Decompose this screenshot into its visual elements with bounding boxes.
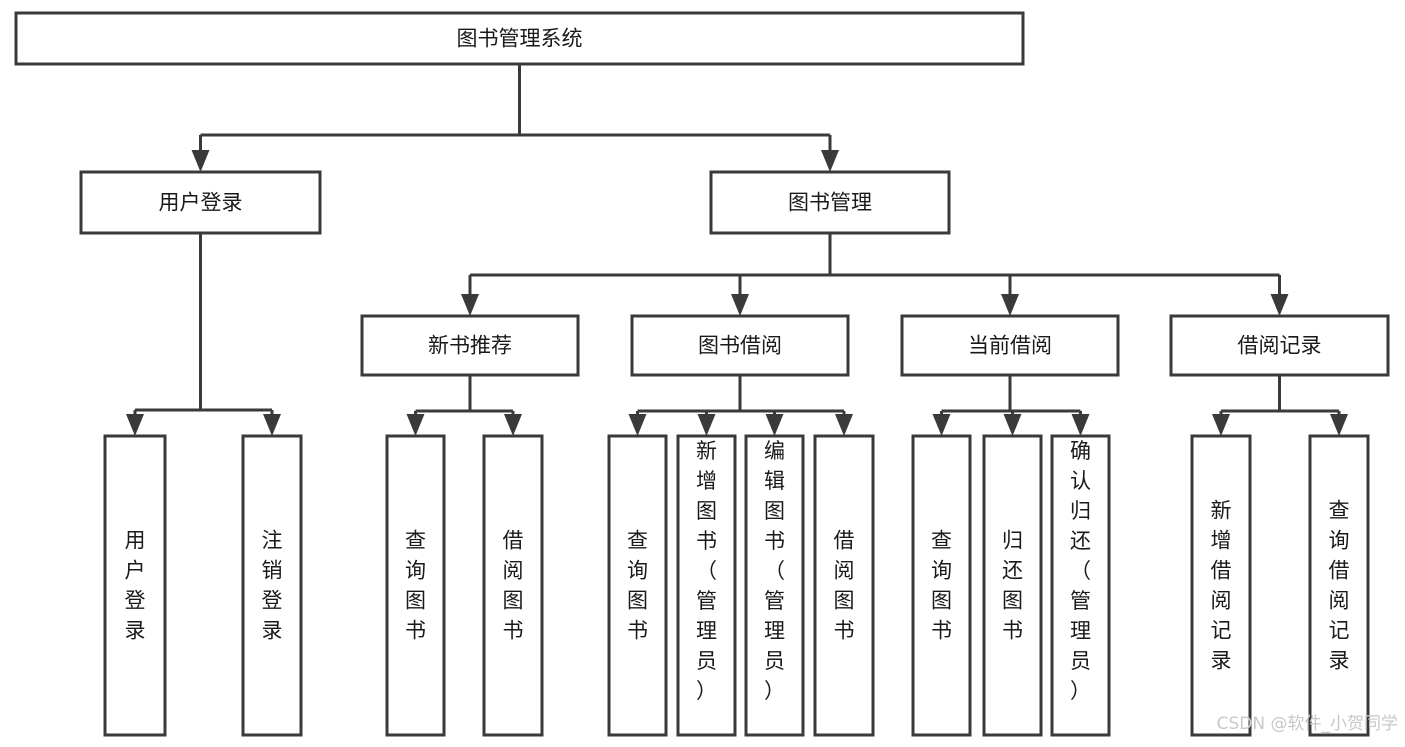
node-label-confirm-return: 确认归还（管理员） xyxy=(1070,439,1091,703)
node-label-book-manage: 图书管理 xyxy=(788,191,872,215)
node-confirm-return[interactable]: 确认归还（管理员） xyxy=(1050,434,1111,737)
node-label-add-borrow-record: 新增借阅记录 xyxy=(1211,499,1232,673)
node-label-query-book-rec: 查询图书 xyxy=(405,529,426,643)
node-user-login-leaf[interactable]: 用户登录 xyxy=(103,434,167,737)
node-return-book[interactable]: 归还图书 xyxy=(982,434,1043,737)
node-add-book[interactable]: 新增图书（管理员） xyxy=(676,434,737,737)
node-label-user-login: 用户登录 xyxy=(159,191,243,215)
arrow-head-icon xyxy=(765,414,784,436)
arrow-head-icon xyxy=(697,414,716,436)
node-user-login[interactable]: 用户登录 xyxy=(79,170,322,235)
node-borrow-book-rec[interactable]: 借阅图书 xyxy=(482,434,544,737)
connector-layer xyxy=(126,64,1348,436)
arrow-head-icon xyxy=(461,294,479,316)
csdn-watermark: CSDN @软件_小贺同学 xyxy=(1217,714,1398,734)
arrow-head-icon xyxy=(191,150,210,172)
node-query-borrow-record[interactable]: 查询借阅记录 xyxy=(1308,434,1370,737)
arrow-head-icon xyxy=(263,414,281,436)
arrow-head-icon xyxy=(835,414,853,436)
node-label-undefined: 图书管理系统 xyxy=(457,27,583,51)
node-box-user-login-leaf xyxy=(103,434,167,737)
node-book-manage[interactable]: 图书管理 xyxy=(709,170,951,235)
node-label-return-book: 归还图书 xyxy=(1002,529,1023,643)
node-label-query-book-current: 查询图书 xyxy=(931,529,952,643)
node-box-current-borrow xyxy=(900,314,1120,377)
node-label-query-borrow-record: 查询借阅记录 xyxy=(1329,499,1350,673)
arrow-head-icon xyxy=(504,414,522,436)
node-box-add-book xyxy=(676,434,737,737)
node-add-borrow-record[interactable]: 新增借阅记录 xyxy=(1190,434,1252,737)
node-label-book-borrow: 图书借阅 xyxy=(698,334,782,358)
node-logout-leaf[interactable]: 注销登录 xyxy=(241,434,303,737)
node-current-borrow[interactable]: 当前借阅 xyxy=(900,314,1120,377)
arrow-head-icon xyxy=(1330,414,1348,436)
arrow-head-icon xyxy=(1071,414,1090,436)
node-book-borrow[interactable]: 图书借阅 xyxy=(630,314,850,377)
node-edit-book[interactable]: 编辑图书（管理员） xyxy=(744,434,805,737)
arrow-head-icon xyxy=(1212,414,1230,436)
node-label-add-book: 新增图书（管理员） xyxy=(696,439,717,703)
arrow-head-icon xyxy=(1001,294,1019,316)
node-box-undefined xyxy=(14,11,1025,66)
node-label-logout-leaf: 注销登录 xyxy=(262,529,283,643)
node-label-borrow-record: 借阅记录 xyxy=(1238,334,1322,358)
arrow-head-icon xyxy=(406,414,425,436)
node-label-user-login-leaf: 用户登录 xyxy=(125,529,146,643)
node-query-book-borrow[interactable]: 查询图书 xyxy=(607,434,668,737)
node-label-new-book-rec: 新书推荐 xyxy=(428,334,512,358)
node-box-logout-leaf xyxy=(241,434,303,737)
node-box-borrow-book-rec xyxy=(482,434,544,737)
node-query-book-current[interactable]: 查询图书 xyxy=(911,434,972,737)
arrow-head-icon xyxy=(1003,414,1022,436)
node-query-book-rec[interactable]: 查询图书 xyxy=(385,434,446,737)
node-box-query-book-rec xyxy=(385,434,446,737)
node-box-return-book xyxy=(982,434,1043,737)
node-new-book-rec[interactable]: 新书推荐 xyxy=(360,314,580,377)
node-box-borrow-book xyxy=(813,434,875,737)
node-layer: 图书管理系统用户登录图书管理新书推荐图书借阅当前借阅借阅记录用户登录注销登录查询… xyxy=(14,11,1390,737)
node-borrow-record[interactable]: 借阅记录 xyxy=(1169,314,1390,377)
arrow-head-icon xyxy=(126,414,144,436)
node-box-confirm-return xyxy=(1050,434,1111,737)
node-box-edit-book xyxy=(744,434,805,737)
node-label-edit-book: 编辑图书（管理员） xyxy=(764,439,785,703)
node-box-book-manage xyxy=(709,170,951,235)
node-box-new-book-rec xyxy=(360,314,580,377)
arrow-head-icon xyxy=(628,414,647,436)
node-box-user-login xyxy=(79,170,322,235)
node-label-current-borrow: 当前借阅 xyxy=(968,334,1052,358)
node-undefined[interactable]: 图书管理系统 xyxy=(14,11,1025,66)
node-box-query-borrow-record xyxy=(1308,434,1370,737)
node-box-query-book-current xyxy=(911,434,972,737)
node-box-add-borrow-record xyxy=(1190,434,1252,737)
node-borrow-book[interactable]: 借阅图书 xyxy=(813,434,875,737)
node-label-borrow-book: 借阅图书 xyxy=(834,529,855,643)
node-label-borrow-book-rec: 借阅图书 xyxy=(503,529,524,643)
node-box-book-borrow xyxy=(630,314,850,377)
node-label-query-book-borrow: 查询图书 xyxy=(627,529,648,643)
arrow-head-icon xyxy=(821,150,839,172)
node-box-borrow-record xyxy=(1169,314,1390,377)
arrow-head-icon xyxy=(932,414,951,436)
arrow-head-icon xyxy=(731,294,749,316)
arrow-head-icon xyxy=(1270,294,1289,316)
node-box-query-book-borrow xyxy=(607,434,668,737)
